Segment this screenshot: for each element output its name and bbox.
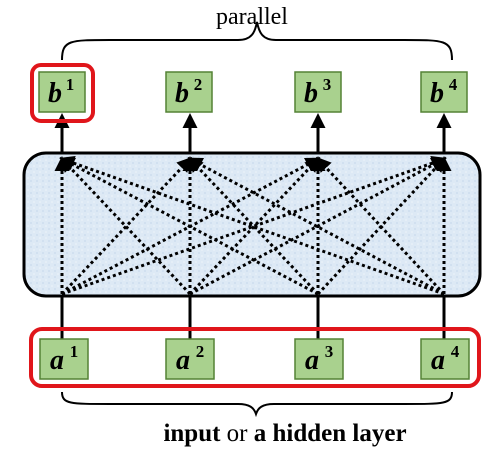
input-a1-sup: 1 (70, 342, 79, 361)
connection-a1-b2 (60, 156, 193, 296)
caption-input: input (163, 420, 221, 447)
input-a2-sup: 2 (196, 342, 205, 361)
output-node-b4: b 4 (420, 71, 468, 113)
bottom-brace (61, 391, 453, 418)
attention-connections (54, 155, 452, 296)
input-a2-base: a (176, 345, 190, 376)
connection-a4-b1 (59, 155, 445, 296)
input-node-a2: a 2 (165, 338, 215, 380)
input-lines (60, 296, 446, 339)
parallel-label: parallel (216, 4, 288, 30)
caption: input or a hidden layer (163, 420, 406, 447)
input-node-a3: a 3 (294, 338, 344, 380)
connection-a3-b1 (59, 157, 319, 296)
connection-a3-b2 (187, 156, 320, 296)
caption-hidden-layer: a hidden layer (254, 420, 407, 447)
input-node-a1: a 1 (39, 338, 89, 380)
output-b3-sup: 3 (323, 75, 332, 94)
input-node-a4: a 4 (420, 338, 470, 380)
connection-a1-b4 (61, 155, 447, 296)
connection-a2-b1 (59, 156, 192, 296)
output-node-b3: b 3 (294, 71, 342, 113)
input-a3-base: a (305, 345, 319, 376)
output-node-b1: b 1 (38, 71, 86, 113)
output-b1-sup: 1 (66, 75, 75, 94)
output-b3-base: b (304, 78, 318, 109)
output-nodes: b 1 b 2 b 3 b 4 (30, 63, 468, 123)
output-b4-sup: 4 (449, 75, 458, 94)
connection-a2-b3 (188, 156, 321, 296)
output-b1-highlight (30, 63, 95, 123)
top-brace (61, 21, 453, 61)
output-b4-base: b (430, 78, 444, 109)
attention-block (22, 151, 482, 298)
output-arrows (54, 113, 452, 153)
input-a4-base: a (431, 345, 445, 376)
caption-or: or (220, 420, 253, 447)
output-b2-sup: 2 (194, 75, 203, 94)
input-a3-sup: 3 (325, 342, 334, 361)
output-b1-base: b (48, 78, 62, 109)
output-b2-base: b (175, 78, 189, 109)
connection-a4-b3 (315, 156, 446, 296)
output-node-b2: b 2 (165, 71, 213, 113)
input-nodes: a 1 a 2 a 3 a 4 (39, 338, 470, 380)
input-group-highlight (29, 327, 481, 388)
input-a4-sup: 4 (451, 342, 460, 361)
input-a1-base: a (50, 345, 64, 376)
